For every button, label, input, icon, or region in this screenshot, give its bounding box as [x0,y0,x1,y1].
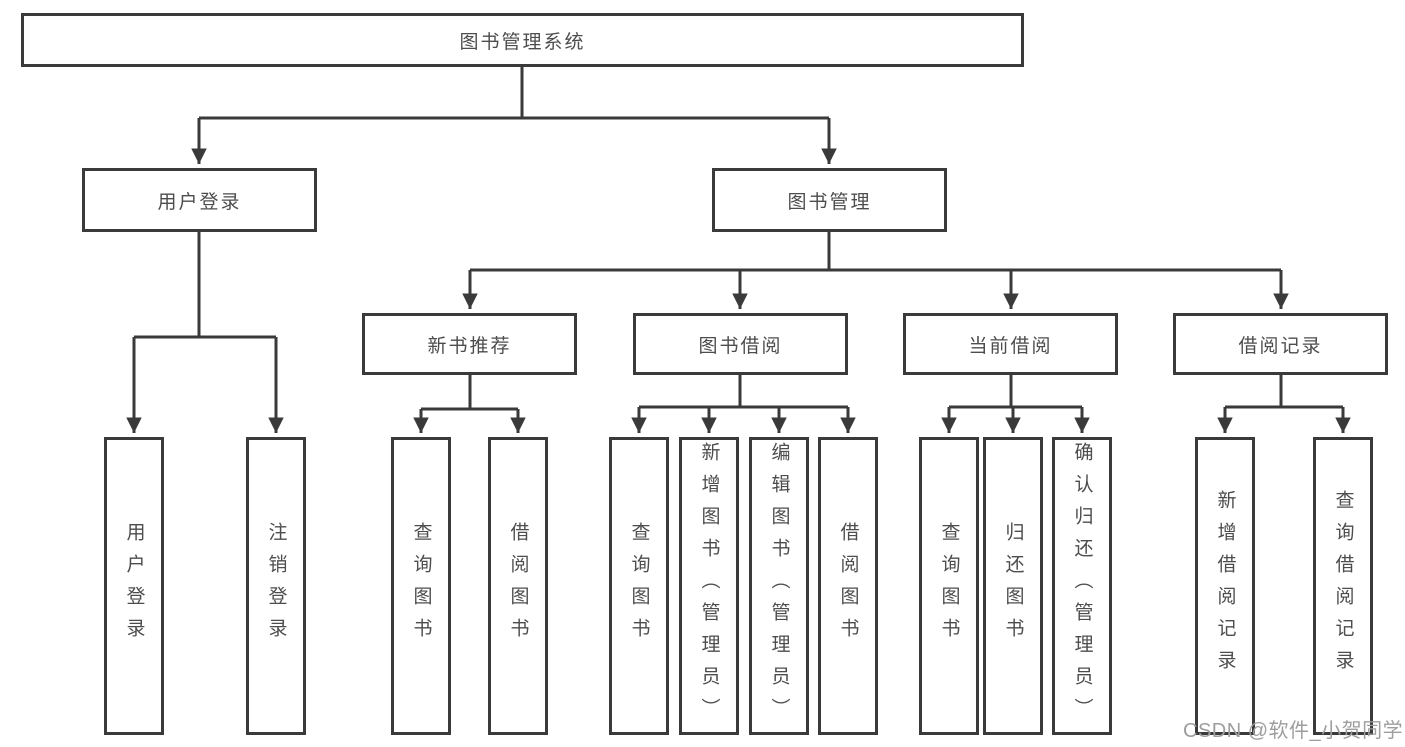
node-bb-query-book: 查询图书 [609,437,669,735]
node-borrowing-records: 借阅记录 [1173,313,1388,375]
node-current-borrowing: 当前借阅 [903,313,1118,375]
node-br-add-record: 新增借阅记录 [1195,437,1255,735]
node-user-login: 用户登录 [82,168,317,232]
node-book-borrowing: 图书借阅 [633,313,848,375]
node-br-query-record: 查询借阅记录 [1313,437,1373,735]
branch-lines [134,67,1343,411]
node-book-management-system: 图书管理系统 [21,13,1024,67]
node-cb-confirm-return-admin: 确认归还（管理员） [1052,437,1112,735]
node-bb-edit-book-admin: 编辑图书（管理员） [749,437,809,735]
node-book-management: 图书管理 [712,168,947,232]
node-cb-return-book: 归还图书 [983,437,1043,735]
node-bb-borrow-book: 借阅图书 [818,437,878,735]
node-user-login-leaf: 用户登录 [104,437,164,735]
node-new-book-recommend: 新书推荐 [362,313,577,375]
watermark: CSDN @软件_小贺同学 [1183,720,1404,742]
arrow-lines [126,118,1351,433]
node-logout: 注销登录 [246,437,306,735]
node-rec-query-book: 查询图书 [391,437,451,735]
node-bb-add-book-admin: 新增图书（管理员） [679,437,739,735]
node-rec-borrow-book: 借阅图书 [488,437,548,735]
node-cb-query-book: 查询图书 [919,437,979,735]
